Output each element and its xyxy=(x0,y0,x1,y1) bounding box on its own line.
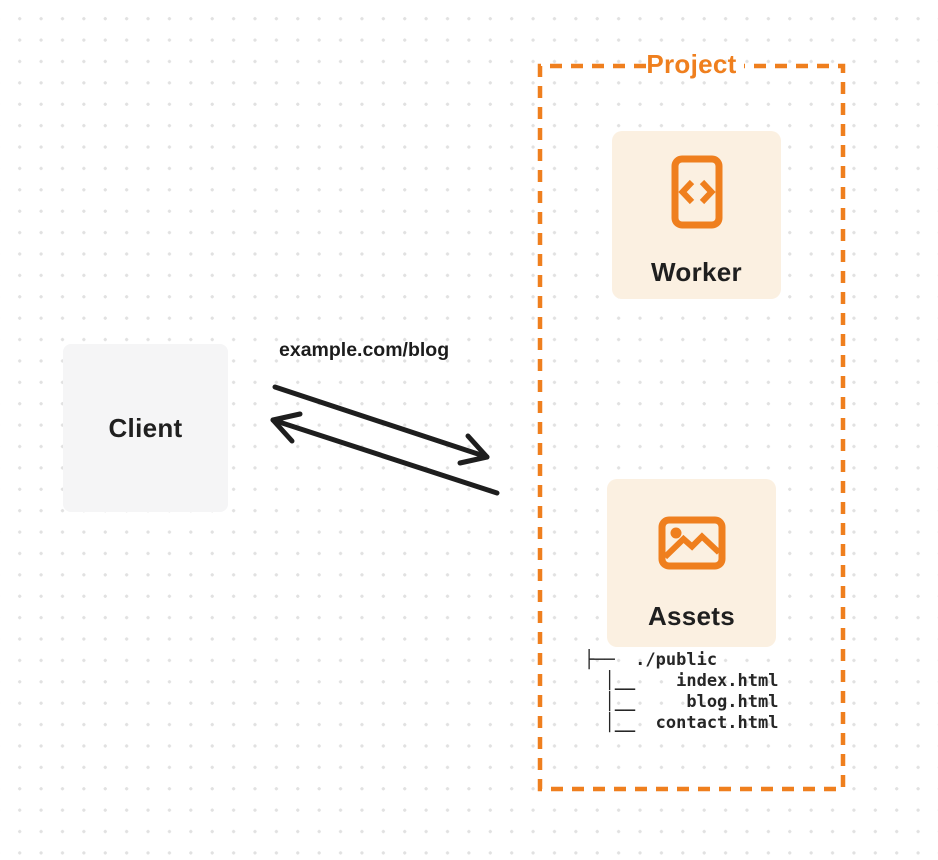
client-card: Client xyxy=(63,344,228,512)
image-icon xyxy=(658,516,726,575)
file-tree-line-blog: │__ blog.html xyxy=(584,692,779,712)
file-tree-line-index: │__ index.html xyxy=(584,671,779,691)
worker-label: Worker xyxy=(651,257,742,287)
assets-label: Assets xyxy=(647,601,736,631)
request-url-label: example.com/blog xyxy=(279,339,450,361)
response-arrow xyxy=(270,411,500,496)
file-tree-line-contact: │__ contact.html xyxy=(584,713,779,733)
request-arrow xyxy=(272,384,490,466)
client-label: Client xyxy=(108,412,183,443)
assets-card: Assets xyxy=(607,479,776,647)
worker-card: Worker xyxy=(612,131,781,299)
code-file-icon xyxy=(671,155,723,234)
project-group-label: Project xyxy=(646,49,737,79)
file-tree-line-public: ├── ./public xyxy=(584,650,718,670)
assets-file-tree: ├── ./public │__ index.html │__ blog.htm… xyxy=(584,650,778,734)
